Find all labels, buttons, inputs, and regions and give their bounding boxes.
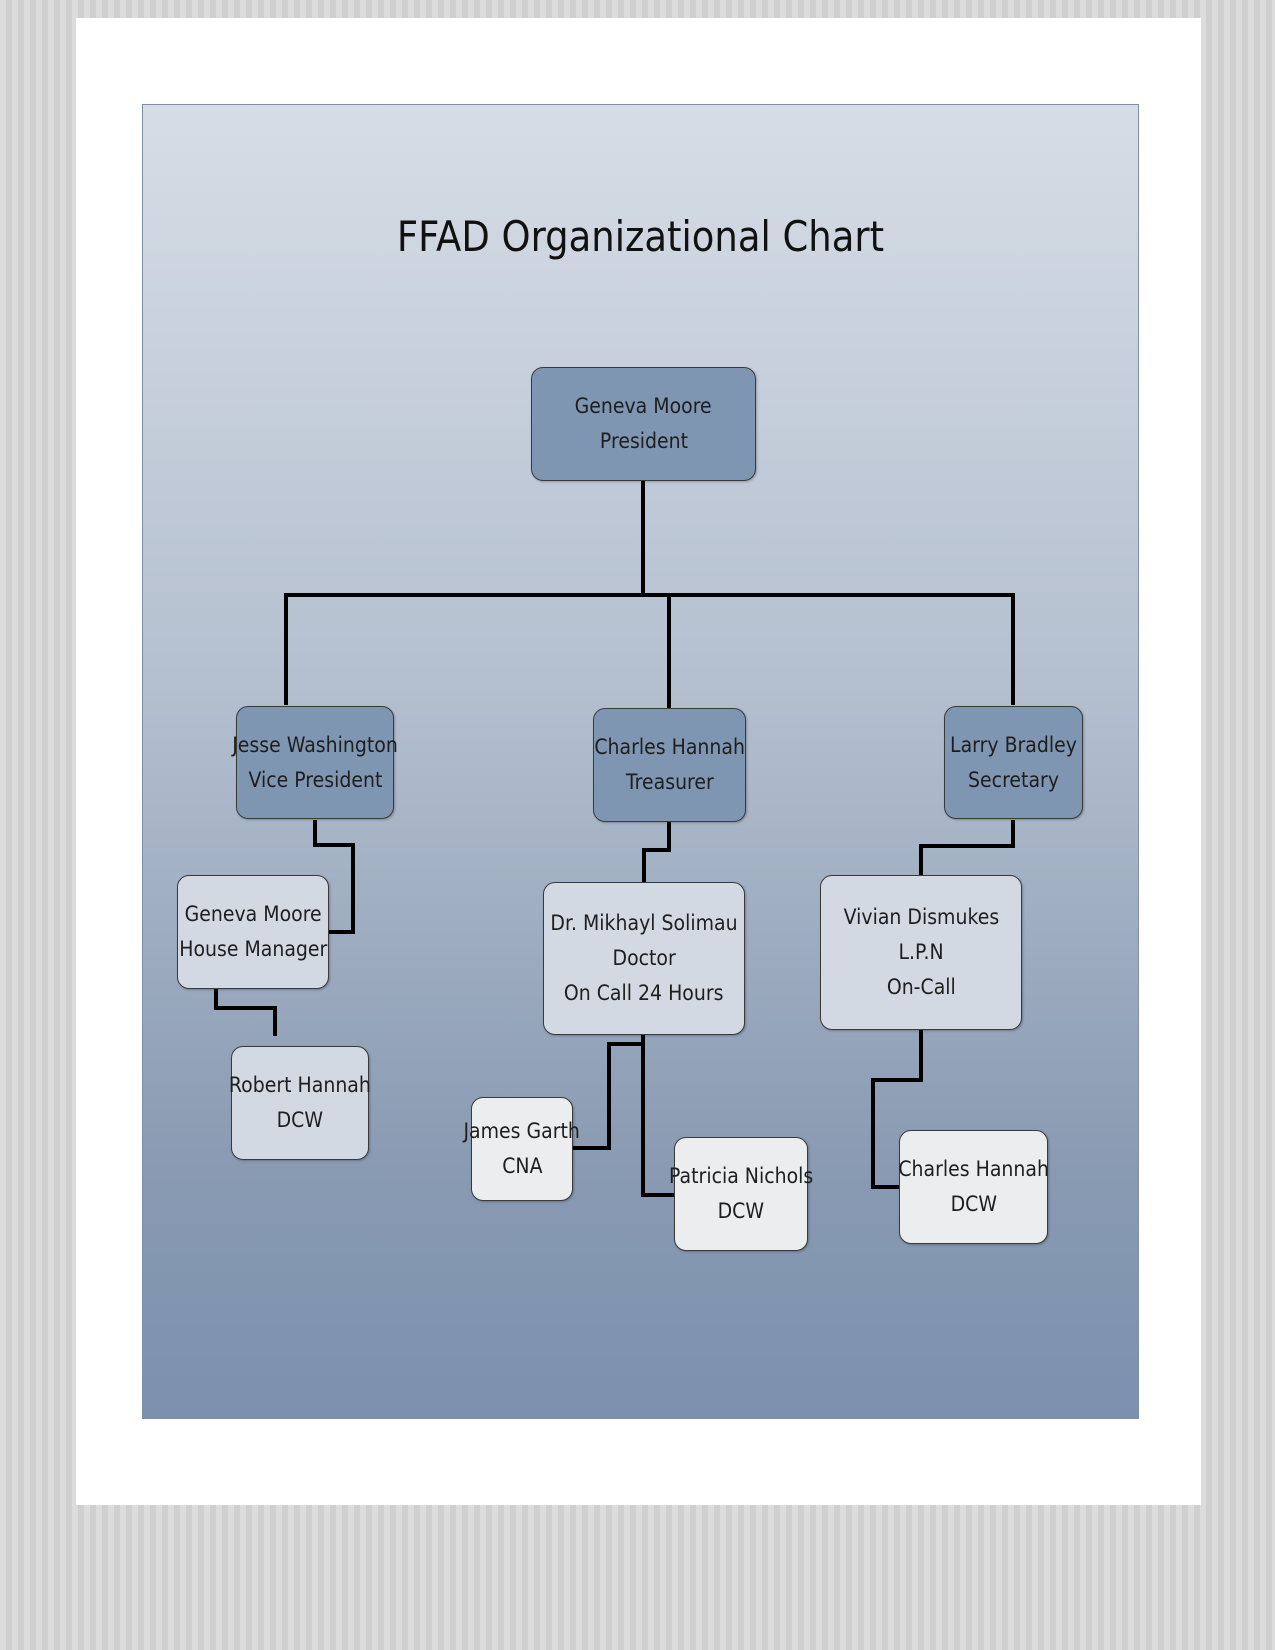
node-role: President: [599, 429, 688, 453]
connector-lpn-to-dcw: [871, 1030, 923, 1189]
node-dcw-robert: Robert Hannah DCW: [229, 1046, 371, 1160]
node-doctor: Dr. Mikhayl Solimau Doctor On Call 24 Ho…: [543, 882, 745, 1035]
node-note: On Call 24 Hours: [564, 981, 724, 1005]
connector-doctor-to-patricia: [641, 1034, 674, 1197]
node-role: Doctor: [612, 946, 676, 970]
node-dcw-patricia: Patricia Nichols DCW: [669, 1137, 813, 1251]
connector-vp-to-house-manager: [313, 820, 355, 934]
node-name: Charles Hannah: [898, 1157, 1049, 1181]
node-role: DCW: [276, 1108, 324, 1132]
node-vice-president: Jesse Washington Vice President: [232, 706, 398, 819]
node-name: Jesse Washington: [232, 732, 398, 757]
node-role: Treasurer: [625, 770, 714, 794]
node-name: Vivian Dismukes: [843, 905, 999, 929]
node-name: Geneva Moore: [574, 394, 713, 418]
chart-title: FFAD Organizational Chart: [396, 212, 885, 261]
node-secretary: Larry Bradley Secretary: [944, 706, 1083, 819]
node-cna-james: James Garth CNA: [464, 1097, 580, 1201]
node-name: Dr. Mikhayl Solimau: [550, 911, 738, 935]
connector-treasurer-to-doctor: [642, 822, 671, 882]
connector-house-manager-to-dcw: [214, 983, 277, 1036]
node-treasurer: Charles Hannah Treasurer: [593, 708, 746, 822]
node-note: On-Call: [886, 975, 956, 999]
connector-secretary-to-lpn: [919, 820, 1015, 875]
node-lpn: Vivian Dismukes L.P.N On-Call: [820, 875, 1022, 1030]
connector-doctor-to-cna: [572, 1034, 645, 1150]
node-name: Patricia Nichols: [668, 1164, 814, 1188]
node-name: Geneva Moore: [184, 902, 322, 926]
node-role: Secretary: [968, 767, 1059, 792]
connector-officer-bar: [284, 593, 1015, 705]
node-role: CNA: [501, 1154, 543, 1178]
node-role: House Manager: [178, 937, 328, 961]
node-name: James Garth: [463, 1119, 581, 1143]
node-name: Larry Bradley: [950, 732, 1077, 757]
node-role: DCW: [717, 1199, 765, 1223]
node-role: L.P.N: [898, 940, 944, 964]
node-name: Robert Hannah: [229, 1073, 371, 1097]
node-house-manager: Geneva Moore House Manager: [177, 875, 329, 989]
node-president: Geneva Moore President: [531, 367, 756, 481]
node-role: Vice President: [248, 767, 382, 792]
node-role: DCW: [950, 1192, 997, 1216]
node-dcw-charles: Charles Hannah DCW: [898, 1130, 1049, 1244]
node-name: Charles Hannah: [594, 735, 745, 759]
